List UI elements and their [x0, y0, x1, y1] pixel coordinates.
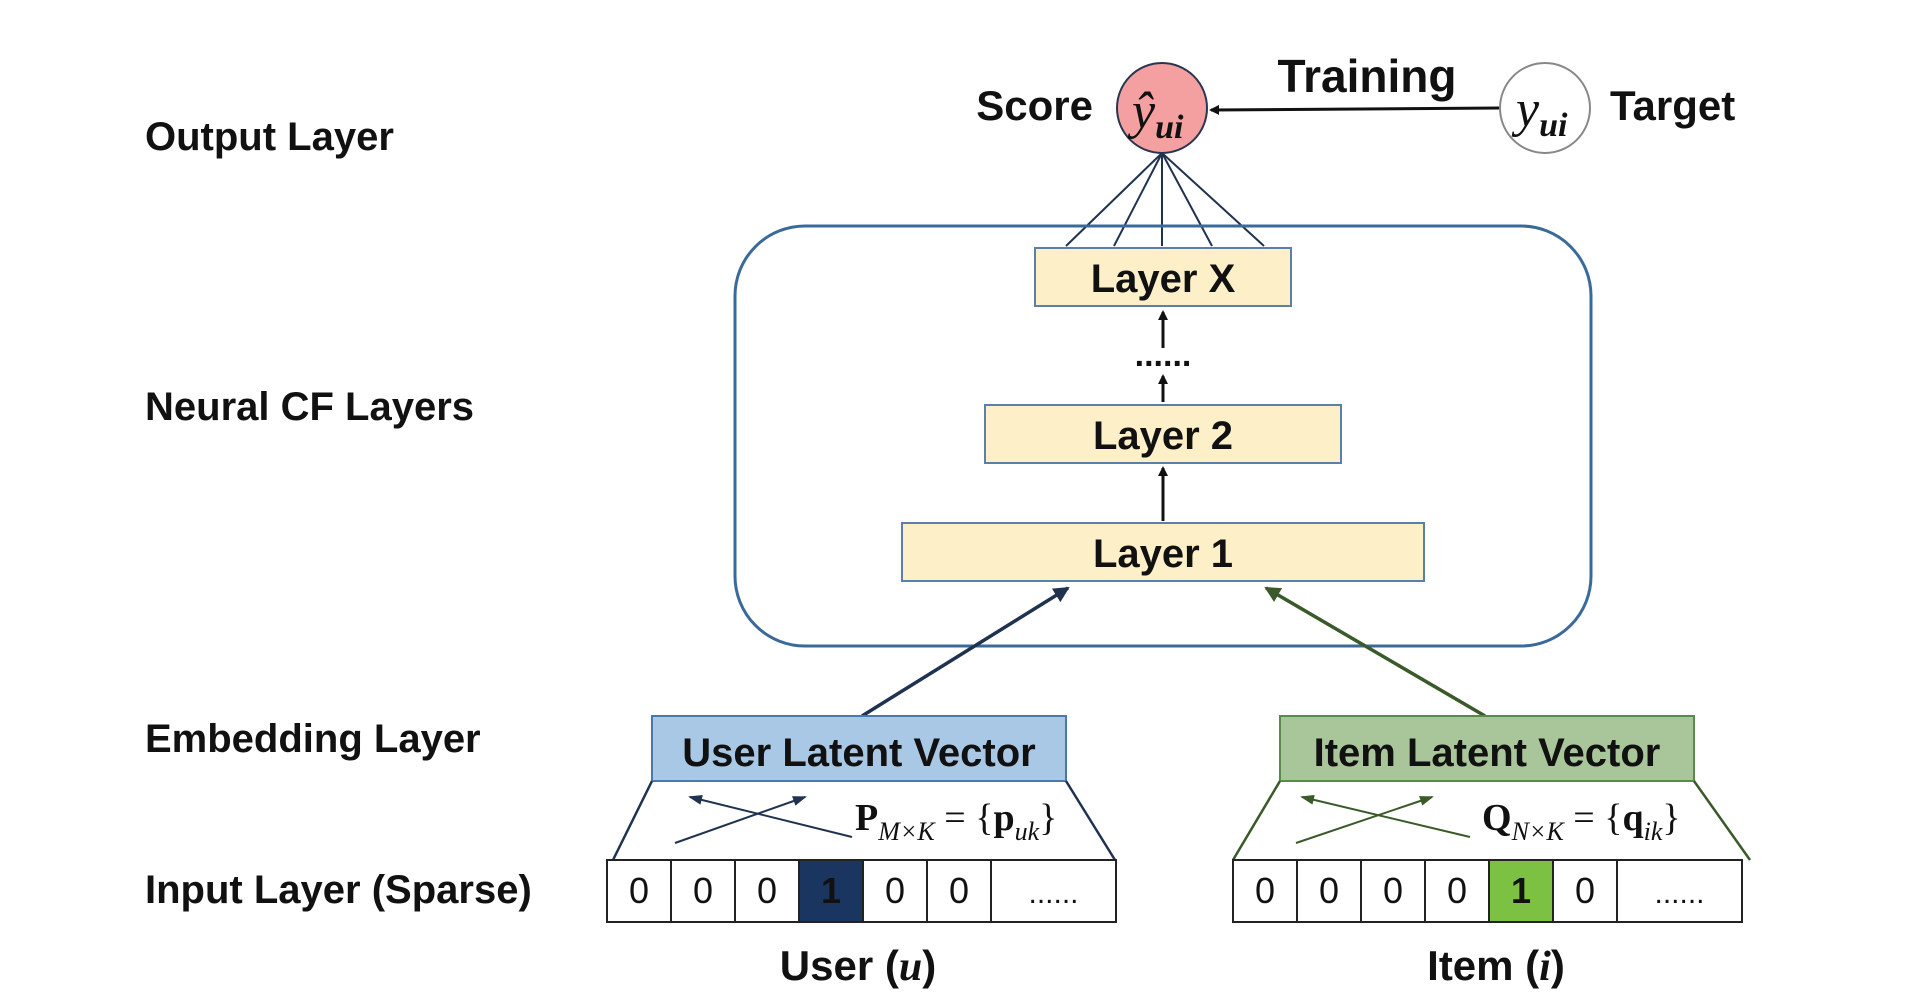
arrow-item-to-layer1	[1264, 586, 1486, 718]
user-input-cell-5	[926, 859, 992, 923]
user-input-cell-4	[862, 859, 928, 923]
user-input-cell-value-5: 0	[949, 870, 969, 911]
item-input-cell-value-6: ......	[1654, 877, 1704, 910]
user-latent-vector-label: User Latent Vector	[682, 731, 1035, 775]
layer-2-box	[984, 404, 1342, 464]
user-input-cell-value-4: 0	[885, 870, 905, 911]
item-input-cell-value-5: 0	[1575, 870, 1595, 911]
row-label-neural: Neural CF Layers	[145, 385, 474, 429]
user-input-cell-1	[670, 859, 736, 923]
user-cross-arrow-1	[674, 796, 807, 844]
user-input-cell-3	[798, 859, 864, 923]
item-input-cell-3	[1424, 859, 1490, 923]
target-node	[1499, 62, 1591, 154]
row-label-output: Output Layer	[145, 115, 394, 159]
user-input-vector: 0 0 0 1 0 0......	[606, 859, 1117, 923]
item-input-cell-value-1: 0	[1319, 870, 1339, 911]
layer-1-label: Layer 1	[1093, 532, 1233, 576]
item-cross-arrow-1	[1295, 796, 1434, 844]
item-caption: Item (i)	[1427, 942, 1565, 990]
score-label: Score	[976, 82, 1093, 129]
user-input-cell-value-6: ......	[1028, 877, 1078, 910]
row-label-embedding: Embedding Layer	[145, 717, 481, 761]
user-caption: User (u)	[780, 942, 936, 990]
layer-x-box	[1034, 247, 1292, 307]
item-input-cell-6	[1616, 859, 1743, 923]
item-cross-arrow-2	[1300, 794, 1471, 838]
training-label: Training	[1278, 50, 1457, 102]
item-latent-vector-box	[1279, 715, 1695, 782]
user-matrix-formula: PM×K = {puk}	[855, 797, 1057, 846]
item-input-cell-value-4: 1	[1511, 870, 1531, 911]
user-latent-vector-box	[651, 715, 1067, 782]
layer-x-label: Layer X	[1091, 257, 1236, 301]
score-symbol: ŷui	[1127, 83, 1184, 146]
item-input-cell-5	[1552, 859, 1618, 923]
item-input-cell-value-3: 0	[1447, 870, 1467, 911]
neural-cf-container	[733, 224, 1593, 648]
user-input-cell-2	[734, 859, 800, 923]
user-embedding-trapezoid	[611, 780, 1117, 861]
item-input-cell-0	[1232, 859, 1298, 923]
output-connections	[1065, 152, 1265, 247]
layer-2-label: Layer 2	[1093, 414, 1233, 458]
item-latent-vector-label: Item Latent Vector	[1314, 731, 1661, 775]
user-input-cell-value-3: 1	[821, 870, 841, 911]
user-cross-arrow-2	[688, 795, 853, 838]
arrow-user-to-layer1	[861, 586, 1070, 718]
item-input-cell-4	[1488, 859, 1554, 923]
layer-1-box	[901, 522, 1425, 582]
user-input-cell-6	[990, 859, 1117, 923]
item-input-cell-1	[1296, 859, 1362, 923]
user-input-cell-value-0: 0	[629, 870, 649, 911]
item-input-cell-value-2: 0	[1383, 870, 1403, 911]
row-label-input: Input Layer (Sparse)	[145, 868, 532, 912]
user-input-cell-value-1: 0	[693, 870, 713, 911]
training-arrow	[1209, 104, 1501, 115]
item-input-cell-value-0: 0	[1255, 870, 1275, 911]
layer-ellipsis: ......	[1135, 336, 1192, 374]
item-input-vector: 0 0 0 0 1 0......	[1232, 859, 1743, 923]
item-matrix-formula: QN×K = {qik}	[1482, 797, 1681, 846]
target-label: Target	[1610, 82, 1735, 129]
item-embedding-trapezoid	[1231, 780, 1752, 861]
user-input-cell-value-2: 0	[757, 870, 777, 911]
item-input-cell-2	[1360, 859, 1426, 923]
target-symbol: yui	[1511, 81, 1568, 144]
